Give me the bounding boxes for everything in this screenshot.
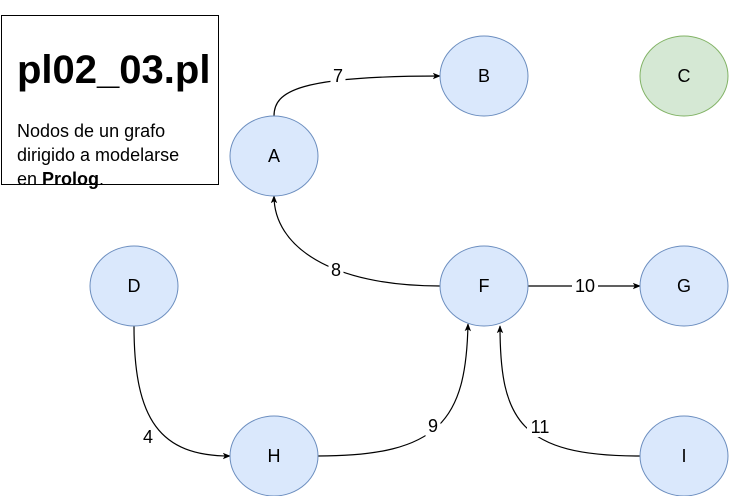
node-label: B: [478, 66, 490, 86]
node-ellipse: [89, 245, 179, 327]
description-line-2: dirigido a modelarse: [17, 145, 180, 165]
edge-label-background: [330, 66, 346, 86]
description-line-3-prefix: en: [17, 169, 43, 189]
node-i: I: [639, 415, 729, 496]
edge-label-background: [328, 260, 344, 280]
node-label: H: [268, 446, 281, 466]
node-d: D: [89, 245, 179, 327]
node-label: A: [268, 146, 280, 166]
edge-d-h: [133, 325, 231, 460]
description-line-3-bold: Prolog: [42, 169, 100, 189]
diagram-description: Nodos de un grafo dirigido a modelarse e…: [17, 119, 217, 191]
node-g: G: [639, 245, 729, 327]
edge-label-background: [140, 427, 156, 447]
node-label: G: [677, 276, 691, 296]
description-line-3-suffix: .: [99, 169, 105, 189]
edge-weight-f-a: 8: [331, 260, 341, 280]
diagram-title: pl02_03.pl: [17, 48, 211, 92]
node-ellipse: [639, 415, 729, 496]
node-ellipse: [639, 245, 729, 327]
edge-i-f: [496, 325, 641, 457]
node-ellipse: [229, 415, 319, 496]
edge-weight-i-f: 11: [531, 417, 550, 437]
node-ellipse: [439, 35, 529, 117]
edge-weight-a-b: 7: [333, 66, 343, 86]
node-ellipse: [639, 35, 729, 117]
node-label: F: [479, 276, 490, 296]
edge-label-background: [527, 417, 553, 437]
node-c: C: [639, 35, 729, 117]
node-label: C: [678, 66, 691, 86]
node-label: D: [128, 276, 141, 296]
edge-weight-d-h: 4: [143, 427, 153, 447]
node-a: A: [229, 115, 319, 197]
edge-f-a: [270, 195, 441, 287]
edge-h-f: [317, 323, 472, 457]
node-f: F: [439, 245, 529, 327]
title-box: pl02_03.pl Nodos de un grafo dirigido a …: [1, 15, 219, 189]
node-b: B: [439, 35, 529, 117]
description-line-1: Nodos de un grafo: [17, 121, 166, 141]
edge-label-background: [425, 416, 441, 436]
edge-weight-h-f: 9: [428, 416, 438, 436]
edge-label-background: [572, 276, 598, 296]
node-ellipse: [229, 115, 319, 197]
node-h: H: [229, 415, 319, 496]
edge-a-b: [273, 72, 441, 117]
node-label: I: [681, 446, 686, 466]
edge-weight-f-g: 10: [575, 276, 595, 296]
node-ellipse: [439, 245, 529, 327]
